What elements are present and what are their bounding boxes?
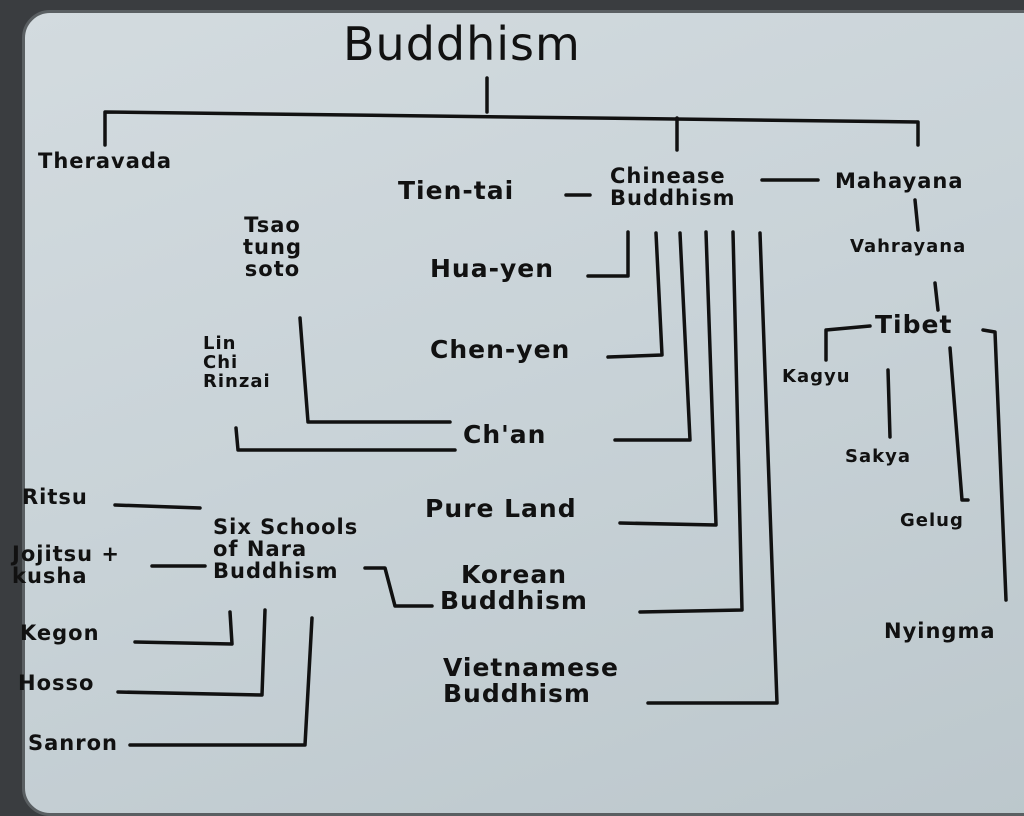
line-gelug [948,346,970,502]
line-nara-korean [363,566,434,608]
label-line: Lin [203,333,237,354]
line-vietnamese [646,231,779,705]
label-line: Buddhism [440,586,588,616]
label-line: Vietnamese [443,653,619,682]
line-pureland [618,230,718,527]
node-kegon: Kegon [20,621,100,645]
label-line: Chi [203,351,239,373]
line-vajrayana-tibet [933,281,940,312]
label-line: of Nara [213,537,308,562]
node-mahayana: Mahayana [835,169,964,193]
line-kegon [133,610,234,646]
line-mahayana-vajrayana [913,198,920,232]
title: Buddhism [343,17,581,71]
node-hua-yen: Hua-yen [430,254,555,283]
label-line: Buddhism [610,186,736,211]
label-line: Korean [460,560,567,589]
line-kagyu [824,324,872,362]
node-korean: Korean Buddhism [440,560,588,616]
node-chan: Ch'an [463,420,547,449]
node-nara: Six Schools of Nara Buddhism [213,516,358,582]
node-ritsu: Ritsu [22,485,88,509]
line-root-branch [103,110,920,147]
connector-lines [103,76,1008,747]
line-tsao [298,316,452,424]
node-chinese-buddhism: Chinease Buddhism [610,165,736,209]
label-line: Chinease [610,164,726,188]
node-vajrayana: Vahrayana [850,236,967,257]
node-sakya: Sakya [845,446,911,467]
label-line: Buddhism [443,679,591,709]
line-chenyen [606,231,664,359]
node-jojitsu: Jojitsu + kusha [12,543,120,587]
line-huayen [586,230,630,278]
node-gelug: Gelug [900,510,964,531]
node-kagyu: Kagyu [782,366,851,387]
node-tibet: Tibet [875,310,953,339]
label-line: soto [244,257,301,282]
label-line: Tsao [244,213,301,237]
label-line: Rinzai [203,370,271,392]
line-chan [613,231,692,442]
line-hosso [116,608,267,697]
line-linchi [234,426,457,452]
label-line: Buddhism [213,559,339,584]
label-line: tung [243,235,302,260]
node-lin-chi: Lin Chi Rinzai [203,333,271,392]
node-chen-yen: Chen-yen [430,335,571,364]
node-tsao-tung: Tsao tung soto [243,214,302,280]
node-tien-tai: Tien-tai [398,176,515,205]
node-nyingma: Nyingma [884,619,996,643]
node-vietnamese: Vietnamese Buddhism [443,653,619,709]
label-line: kusha [12,564,88,589]
line-ritsu [113,503,202,510]
line-korean [638,230,744,614]
line-nyingma [981,328,1008,602]
node-pure-land: Pure Land [425,494,577,523]
node-hosso: Hosso [18,671,95,695]
node-theravada: Theravada [38,149,173,173]
line-sanron [128,616,314,747]
node-sanron: Sanron [28,731,118,755]
label-line: Jojitsu + [12,542,121,566]
line-sakya [886,368,892,439]
whiteboard [22,10,1024,816]
label-line: Six Schools [213,515,359,539]
